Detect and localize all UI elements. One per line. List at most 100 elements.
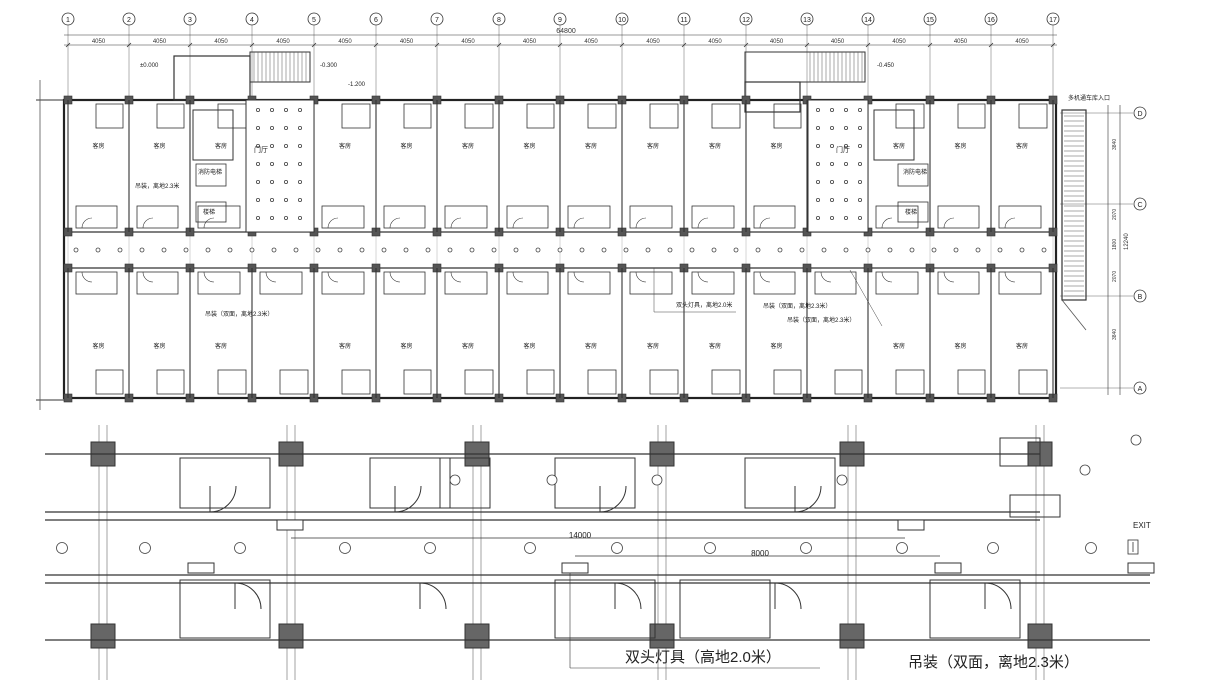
row-total-dimension: 12240	[1124, 233, 1130, 250]
bathroom-top	[895, 103, 925, 129]
room-label: 客房	[462, 342, 474, 350]
lobby-light-symbol	[297, 161, 302, 166]
corridor-light-symbol	[601, 247, 607, 253]
grid-col-label: 6	[374, 17, 378, 24]
detail-corridor-light	[139, 542, 151, 554]
bathroom-bottom	[1018, 369, 1048, 395]
room-label: 客房	[215, 342, 227, 350]
room-label: 客房	[339, 342, 351, 350]
elevator-label-right: 消防电梯	[903, 168, 927, 176]
room-label: 客房	[92, 342, 104, 350]
room-label: 客房	[709, 142, 721, 150]
corridor-light-symbol	[755, 247, 761, 253]
bathroom-corridor-top	[691, 205, 735, 229]
detail-room-light	[1130, 434, 1142, 446]
corridor-light-symbol	[953, 247, 959, 253]
lobby-light-symbol	[816, 215, 821, 220]
bathroom-bottom	[957, 369, 986, 395]
lobby-light-symbol	[844, 161, 849, 166]
bathroom-corridor-bottom	[383, 271, 426, 295]
lobby-left	[245, 99, 315, 233]
room-label: 客房	[523, 142, 535, 150]
door-swing-arc	[881, 217, 893, 229]
corridor-light-symbol	[711, 247, 717, 253]
bathroom-top	[526, 103, 555, 129]
note-mid: 双头灯具，离地2.0米	[676, 301, 732, 309]
door-swing-arc	[389, 271, 401, 283]
detail-room-light	[546, 474, 558, 486]
lobby-light-symbol	[844, 126, 849, 131]
detail-room	[439, 457, 491, 509]
row-dimension-label: 3840	[1112, 329, 1118, 340]
lobby-light-symbol	[269, 197, 274, 202]
corridor-light-symbol	[403, 247, 409, 253]
level-mark-3: -1.200	[348, 82, 366, 88]
bay-dimension-label: 4050	[338, 39, 352, 45]
dimension-tick	[373, 42, 379, 48]
bay-dimension-label: 4050	[276, 39, 290, 45]
door-swing-arc	[327, 217, 339, 229]
lobby-light-symbol	[269, 179, 274, 184]
bathroom-top	[711, 103, 741, 129]
bathroom-corridor-top	[383, 205, 426, 229]
bay-dimension-label: 4050	[92, 39, 106, 45]
detail-corridor-light	[524, 542, 536, 554]
corridor-light-symbol	[1019, 247, 1025, 253]
room-label: 客房	[153, 342, 165, 350]
lobby-light-symbol	[255, 179, 260, 184]
bathroom-corridor-top	[321, 205, 365, 229]
entry-steps-right	[744, 51, 866, 83]
bathroom-top	[587, 103, 617, 129]
corridor-light-symbol	[205, 247, 211, 253]
row-dimension-label: 2070	[1112, 271, 1118, 282]
detail-corridor-light	[896, 542, 908, 554]
grid-col-label: 13	[803, 17, 811, 24]
door-swing-arc	[142, 217, 154, 229]
lobby-light-symbol	[816, 126, 821, 131]
bay-dimension-label: 4050	[523, 39, 537, 45]
grid-bubble-row	[1133, 197, 1147, 211]
detail-corridor-light	[1085, 542, 1097, 554]
room-label: 客房	[709, 342, 721, 350]
room-label: 客房	[215, 142, 227, 150]
bathroom-corridor-top	[506, 205, 549, 229]
lobby-light-symbol	[255, 126, 260, 131]
detail-room	[179, 579, 271, 639]
lobby-light-symbol	[269, 215, 274, 220]
door-swing-arc	[820, 271, 832, 283]
grid-row-label: A	[1138, 386, 1143, 393]
grid-col-label: 5	[312, 17, 316, 24]
door-swing-arc	[943, 217, 955, 229]
room-label: 客房	[954, 342, 966, 350]
entry-porch-left	[173, 55, 251, 101]
bathroom-bottom	[711, 369, 741, 395]
elevator-right	[897, 163, 929, 187]
bathroom-top	[773, 103, 802, 129]
bathroom-bottom	[587, 369, 617, 395]
lobby-right	[807, 99, 869, 233]
stair-core-right	[873, 109, 915, 161]
bathroom-corridor-bottom	[444, 271, 488, 295]
corridor-light-symbol	[227, 247, 233, 253]
detail-fixture-plate	[1127, 562, 1155, 574]
lobby-label-right: 门厅	[836, 145, 850, 154]
bathroom-top	[217, 103, 247, 129]
door-swing-arc	[759, 217, 771, 229]
lobby-light-symbol	[255, 215, 260, 220]
dimension-tick	[249, 42, 255, 48]
door-swing-arc	[573, 217, 585, 229]
detail-column	[90, 623, 116, 649]
door-swing-arc	[203, 217, 215, 229]
grid-col-label: 2	[127, 17, 131, 24]
door-swing-arc	[142, 271, 154, 283]
lobby-light-symbol	[858, 143, 863, 148]
stair-core-left	[192, 109, 234, 161]
corridor-light-symbol	[689, 247, 695, 253]
dimension-tick	[743, 42, 749, 48]
dimension-tick	[988, 42, 994, 48]
lobby-light-symbol	[844, 143, 849, 148]
corridor-light-symbol	[359, 247, 365, 253]
bathroom-corridor-bottom	[814, 271, 857, 295]
detail-room	[679, 579, 771, 639]
note-double-light: 双头灯具（高地2.0米）	[625, 649, 781, 666]
